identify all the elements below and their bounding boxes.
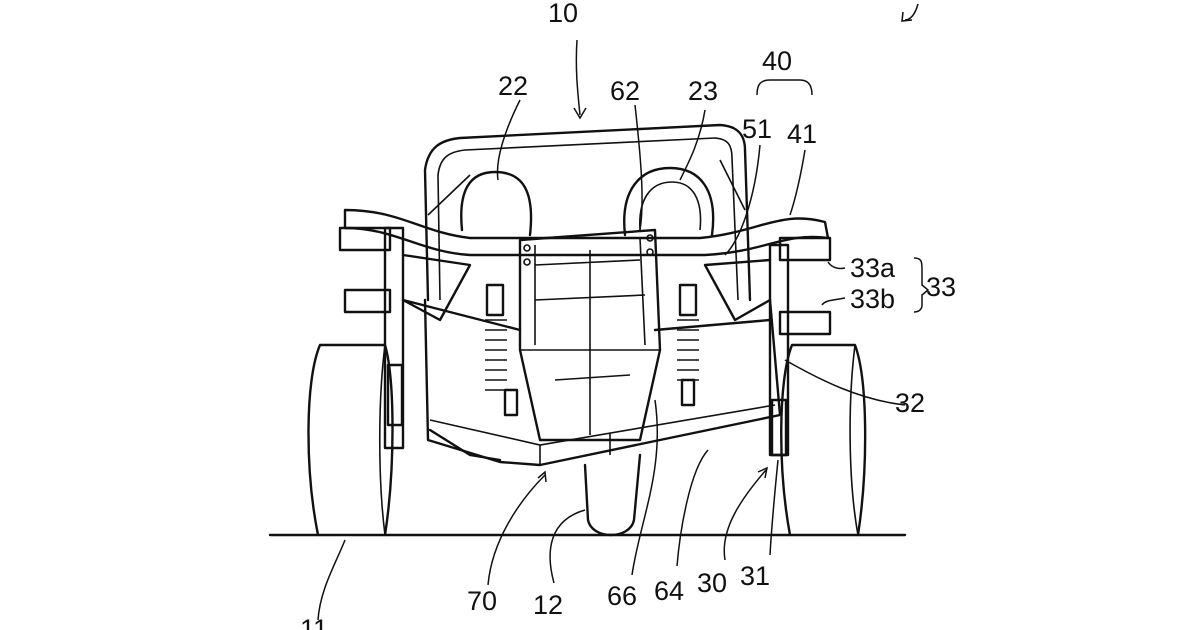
leader-lines (317, 3, 919, 621)
lower-component-12 (583, 453, 642, 537)
label-12: 12 (533, 590, 563, 620)
right-arm (653, 258, 772, 332)
left-wheel (307, 343, 394, 537)
label-30: 30 (697, 568, 727, 598)
label-33: 33 (926, 272, 956, 302)
center-frame (518, 228, 662, 442)
label-33b: 33b (850, 284, 895, 314)
label-62: 62 (610, 76, 640, 106)
label-41: 41 (787, 119, 817, 149)
label-33a: 33a (850, 253, 896, 283)
label-70: 70 (467, 586, 497, 616)
roll-cage (423, 123, 752, 302)
left-arm (401, 253, 522, 332)
cross-member (343, 208, 830, 257)
left-knuckle (338, 226, 405, 450)
label-31: 31 (740, 561, 770, 591)
label-23: 23 (688, 76, 718, 106)
right-wheel (780, 343, 867, 537)
label-66: 66 (607, 581, 637, 611)
right-seat (623, 166, 715, 237)
label-64: 64 (654, 576, 684, 606)
label-22: 22 (498, 71, 528, 101)
brace-33 (913, 257, 930, 313)
left-seat (460, 170, 533, 237)
right-knuckle (768, 236, 832, 457)
right-shock-absorber (677, 283, 699, 407)
left-shock-absorber (485, 283, 519, 417)
label-51: 51 (742, 114, 772, 144)
label-32: 32 (895, 388, 925, 418)
label-40: 40 (762, 46, 792, 76)
label-11: 11 (300, 614, 328, 630)
label-10: 10 (548, 0, 578, 28)
lower-body (423, 298, 782, 467)
